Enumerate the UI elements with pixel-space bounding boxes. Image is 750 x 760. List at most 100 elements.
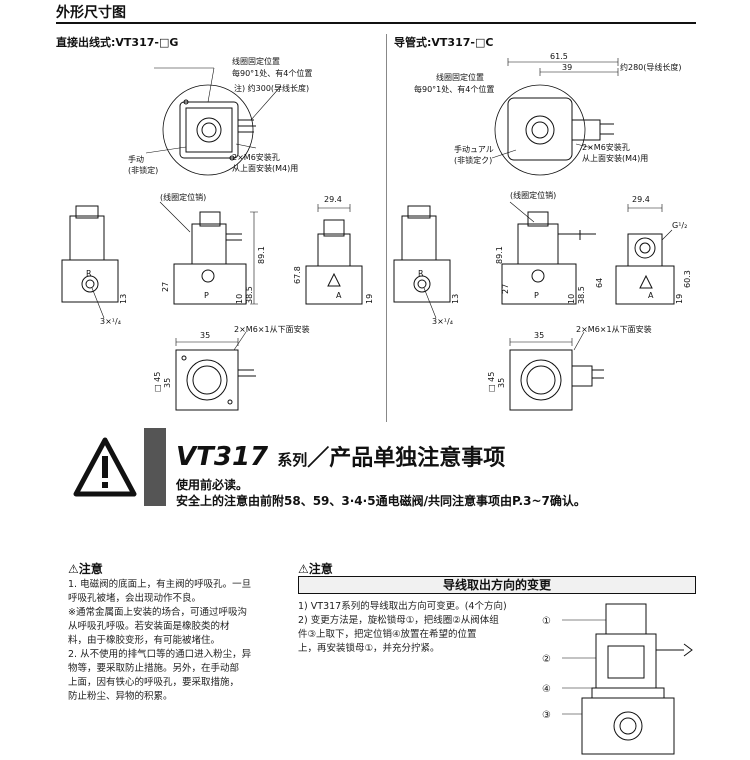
left-note-1: 呼吸孔被堵，会出现动作不良。	[68, 593, 202, 604]
left-caution-notes: 1. 电磁阀的底面上，有主阀的呼吸孔。一旦 呼吸孔被堵，会出现动作不良。 ※通常…	[68, 578, 282, 704]
right-dim-60-3: 60.3	[683, 270, 692, 288]
left-port-r: R	[86, 269, 92, 278]
right-dim-61-5: 61.5	[550, 52, 568, 61]
right-dim-89-1: 89.1	[495, 246, 504, 264]
section-title: 外形尺寸图	[56, 5, 126, 21]
banner-line1: 使用前必读。	[176, 478, 249, 492]
right-dim-19: 19	[675, 294, 684, 304]
right-note-1: 2) 变更方法是，旋松锁母①，把线圈②从阀体组	[298, 615, 499, 626]
callout-2: ②	[542, 654, 551, 665]
left-dim-13: 13	[119, 294, 128, 304]
callout-3: ③	[542, 710, 551, 721]
right-side-view-r	[393, 205, 451, 319]
left-pin-label: (线圈定位销)	[160, 192, 206, 202]
right-dim-27: 27	[501, 284, 510, 294]
left-note-4: 料，由于橡胶变形，有可能被堵住。	[68, 635, 221, 646]
left-note-3: 从呼吸孔呼吸。若安装面是橡胶类的材	[68, 621, 230, 632]
left-manual-sub: (非锁定)	[128, 165, 158, 175]
left-note-2: ※通常金属面上安装的场合，可通过呼吸沟	[68, 607, 247, 618]
left-front-view	[159, 201, 247, 305]
right-dim-13: 13	[451, 294, 460, 304]
left-caution-header: ⚠注意	[68, 562, 103, 576]
left-dim-27: 27	[161, 282, 170, 292]
right-caution-header: ⚠注意	[298, 562, 333, 576]
left-note-7: 上面，因有铁心的呼吸孔，要采取措施，	[68, 677, 240, 688]
left-coil-pos-sub: 每90°1处、有4个位置	[232, 68, 312, 78]
left-note-6: 物等，要采取防止措施。另外，在手动部	[68, 663, 240, 674]
right-dim-45: □ 45	[487, 372, 496, 392]
right-bottom-mount: 2×M6×1从下面安装	[576, 324, 652, 334]
view-divider	[386, 34, 387, 422]
left-note-label: 注) 约300(导线长度)	[234, 83, 309, 93]
right-manual-label: 手动ュアル	[454, 144, 494, 154]
right-dim-39: 39	[562, 63, 572, 72]
left-bottom-mount: 2×M6×1从下面安装	[234, 324, 310, 334]
right-dim-10: 10	[567, 294, 576, 304]
right-dim-29-4: 29.4	[632, 195, 650, 204]
right-g-label: G¹/₂	[672, 221, 687, 230]
left-note-5: 2. 从不使用的排气口等的通口进入粉尘，异	[68, 649, 252, 660]
banner-title: VT317 系列／产品单独注意事项	[176, 440, 505, 472]
left-manual-label: 手动	[128, 154, 144, 164]
left-drawing: 线圈固定位置 每90°1处、有4个位置 注) 约300(导线长度) 手动 (非锁…	[61, 56, 374, 411]
left-mount-sub: 从上面安装(M4)用	[232, 163, 298, 173]
right-pin-label: (线圈定位销)	[510, 190, 556, 200]
left-dim-19: 19	[365, 294, 374, 304]
valve-side-figure	[562, 603, 693, 755]
right-manual-sub: (非锁定ク)	[454, 155, 492, 165]
right-coil-pos-sub: 每90°1处、有4个位置	[414, 84, 494, 94]
banner-title-main: VT317	[176, 442, 269, 472]
left-view-title: 直接出线式:VT317-□G	[56, 36, 179, 49]
right-dim-38-5: 38.5	[577, 286, 586, 304]
left-side-view-a	[305, 204, 363, 305]
right-port-r: R	[418, 269, 424, 278]
right-dim-35v: 35	[497, 378, 506, 388]
warning-triangle-icon	[73, 437, 137, 497]
banner-bar	[144, 428, 166, 506]
left-note-8: 防止粉尘、异物的积累。	[68, 691, 173, 702]
left-dim-35v: 35	[163, 378, 172, 388]
left-top-view	[145, 67, 282, 176]
right-coil-pos-label: 线圈固定位置	[436, 72, 484, 82]
right-port-a: A	[648, 291, 654, 300]
right-note-0: 1) VT317系列的导线取出方向可变更。(4个方向)	[298, 601, 507, 612]
left-dim-10: 10	[235, 294, 244, 304]
callout-4: ④	[542, 684, 551, 695]
left-dim-29-4: 29.4	[324, 195, 342, 204]
left-dim-45: □ 45	[153, 372, 162, 392]
right-note-3: 上，再安装锁母①，并充分拧紧。	[298, 643, 440, 654]
banner-title-rest: ／产品单独注意事项	[307, 446, 506, 471]
right-side-view-a	[615, 204, 675, 305]
banner-line2: 安全上的注意由前附58、59、3·4·5通电磁阀/共同注意事项由P.3~7确认。	[176, 494, 586, 508]
left-mount-hole: 2×M6安装孔	[232, 152, 280, 162]
right-caution-notes: 1) VT317系列的导线取出方向可变更。(4个方向) 2) 变更方法是，旋松锁…	[298, 600, 528, 656]
left-dim-38-5: 38.5	[245, 286, 254, 304]
left-dim-35: 35	[200, 331, 210, 340]
right-top-view	[491, 58, 619, 176]
right-view-title: 导管式:VT317-□C	[394, 36, 494, 49]
right-wire-len: 约280(导线长度)	[620, 62, 682, 72]
left-port-a: A	[336, 291, 342, 300]
lead-direction-diagram: ① ② ④ ③	[542, 603, 693, 755]
callout-1: ①	[542, 616, 551, 627]
right-drawing: 61.5 39 约280(导线长度) 线圈固定位置 每90°1处、有4个位置 手…	[393, 52, 692, 411]
section-rule	[56, 22, 696, 24]
left-dim-89-1: 89.1	[257, 246, 266, 264]
left-port-count: 3×¹/₄	[100, 317, 121, 326]
banner-title-series: 系列	[277, 451, 308, 469]
left-note-0: 1. 电磁阀的底面上，有主阀的呼吸孔。一旦	[68, 579, 252, 590]
left-bottom-view	[175, 331, 256, 411]
right-port-count: 3×¹/₄	[432, 317, 453, 326]
right-mount-hole: 2×M6安装孔	[582, 142, 630, 152]
left-coil-pos-label: 线圈固定位置	[232, 56, 280, 66]
right-mount-sub: 从上面安装(M4)用	[582, 153, 648, 163]
topic-box: 导线取出方向的变更	[298, 576, 696, 594]
left-side-view-r	[61, 205, 119, 319]
right-dim-64: 64	[595, 278, 604, 288]
right-note-2: 件③上取下，把定位销④放置在希望的位置	[298, 629, 477, 640]
left-port-p: P	[204, 291, 209, 300]
right-bottom-view	[509, 331, 604, 411]
right-port-p: P	[534, 291, 539, 300]
left-dim-67-8: 67.8	[293, 266, 302, 284]
right-dim-35: 35	[534, 331, 544, 340]
